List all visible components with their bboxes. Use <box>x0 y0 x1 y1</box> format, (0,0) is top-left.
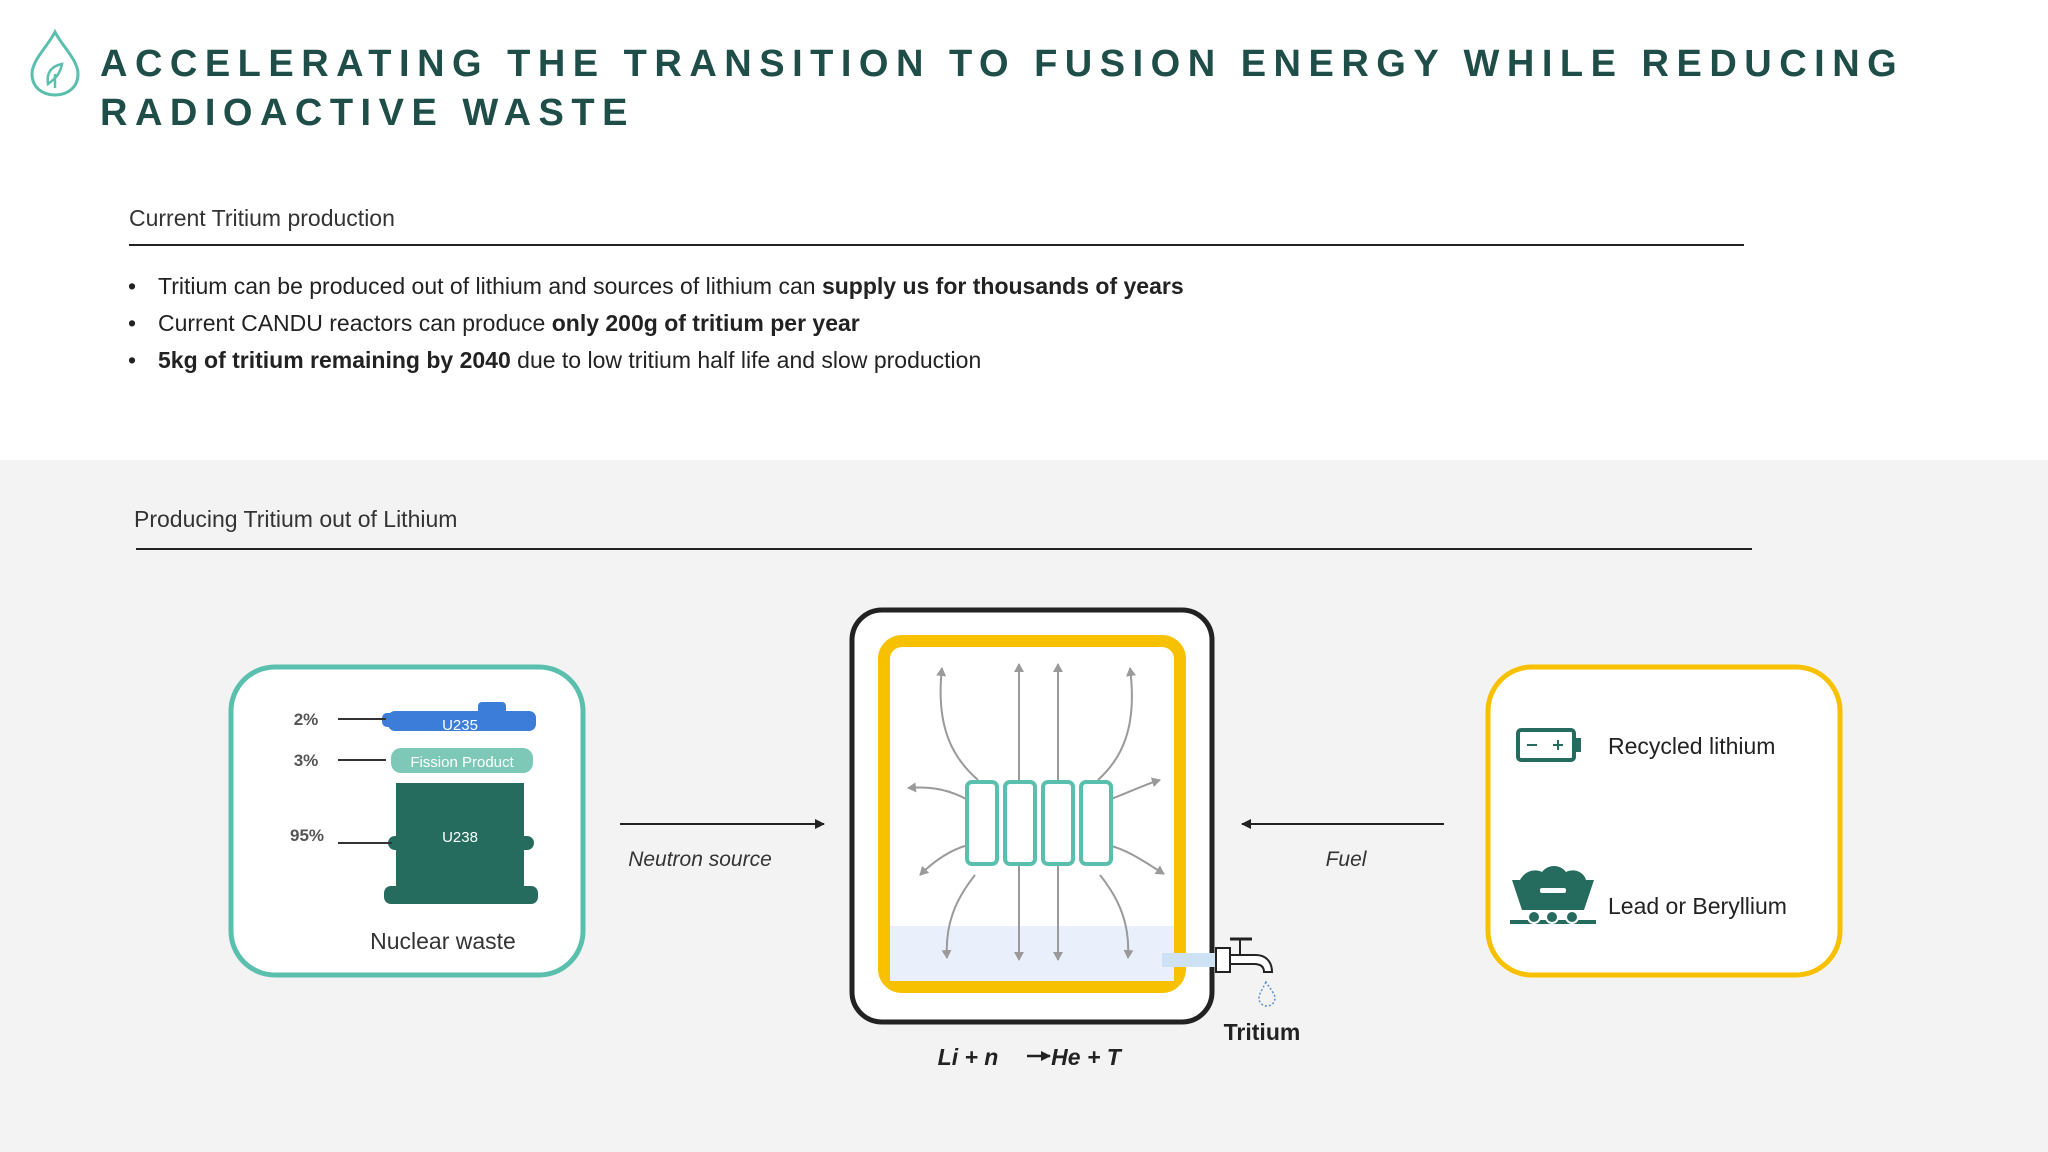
nuclear-waste-label: Nuclear waste <box>370 928 516 954</box>
u238-ring <box>388 836 534 850</box>
bullet-list: Tritium can be produced out of lithium a… <box>128 268 1184 379</box>
lead-beryllium-label: Lead or Beryllium <box>1608 893 1787 919</box>
equation-products: He + T <box>1051 1044 1123 1070</box>
u235-layer <box>388 711 536 731</box>
u238-percent: 95% <box>290 826 324 845</box>
neutron-flux-arrows <box>907 663 1165 961</box>
fission-product-label: Fission Product <box>410 754 514 771</box>
battery-icon <box>1516 728 1581 762</box>
section-divider <box>129 244 1744 246</box>
droplet-plant-icon <box>30 28 80 97</box>
lithium-cells <box>965 780 1113 866</box>
u238-label: U238 <box>442 829 478 846</box>
fission-product-percent: 3% <box>294 751 319 770</box>
section-heading-current: Current Tritium production <box>129 205 395 231</box>
u235-cap-left <box>382 713 396 727</box>
bullet-item: 5kg of tritium remaining by 2040 due to … <box>128 342 1184 379</box>
fuel-box <box>1485 664 1843 978</box>
bullet-item: Current CANDU reactors can produce only … <box>128 305 1184 342</box>
fission-product-layer <box>391 748 533 773</box>
u235-label: U235 <box>442 717 478 734</box>
u235-percent: 2% <box>294 710 319 729</box>
section-divider <box>136 548 1752 550</box>
bullet-item: Tritium can be produced out of lithium a… <box>128 268 1184 305</box>
u235-cap-right <box>522 713 536 727</box>
tap-icon <box>1162 937 1276 1007</box>
u238-base <box>384 886 538 904</box>
equation-reactants: Li + n <box>938 1044 999 1070</box>
page-title: ACCELERATING THE TRANSITION TO FUSION EN… <box>100 43 1905 135</box>
mine-cart-icon <box>1510 866 1596 924</box>
tritium-pool <box>890 926 1174 981</box>
section-heading-producing: Producing Tritium out of Lithium <box>134 506 458 532</box>
fuel-label: Fuel <box>1326 848 1368 871</box>
neutron-source-label: Neutron source <box>628 848 772 871</box>
tritium-label: Tritium <box>1224 1019 1301 1045</box>
u235-handle <box>478 702 506 714</box>
recycled-lithium-label: Recycled lithium <box>1608 733 1775 759</box>
